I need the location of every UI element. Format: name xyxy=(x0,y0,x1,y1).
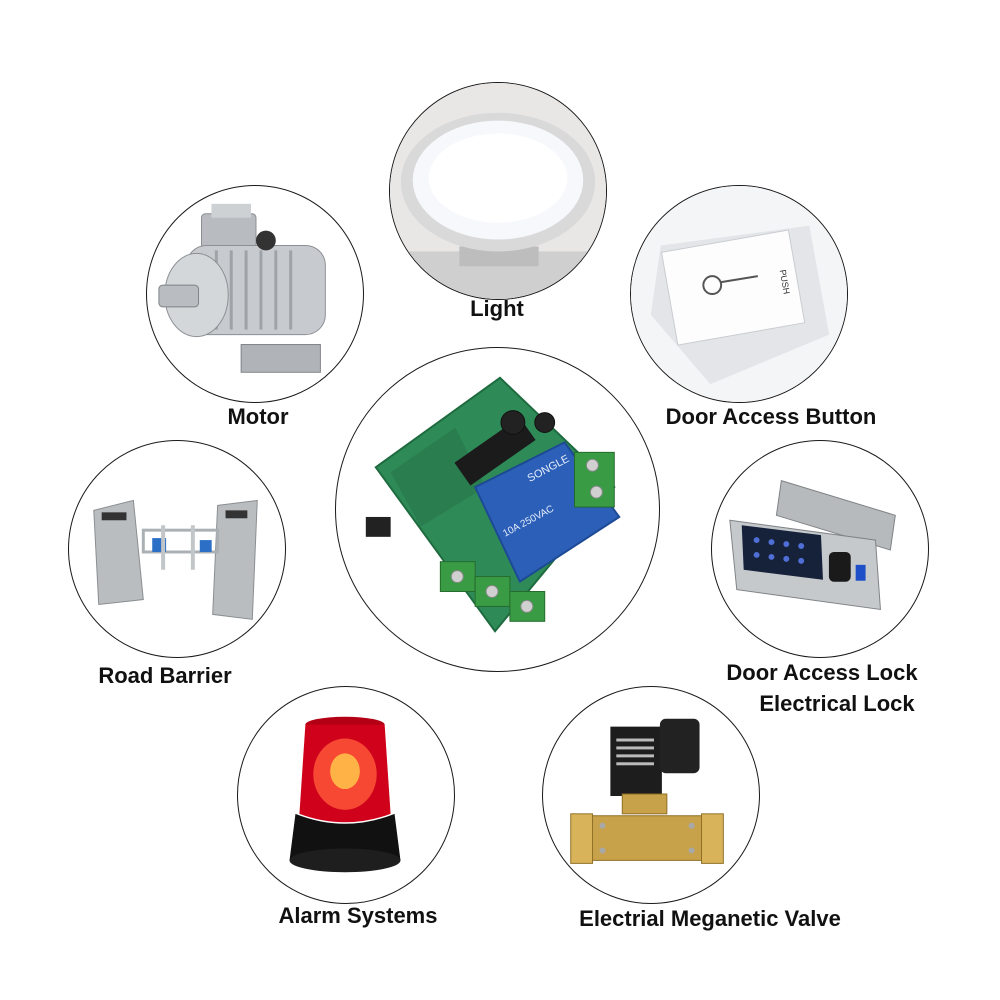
light-label: Light xyxy=(470,296,524,321)
road-barrier-label: Road Barrier xyxy=(98,663,232,688)
motor-icon xyxy=(158,203,326,373)
push-text: PUSH xyxy=(778,269,792,295)
door-access-button-label: Door Access Button xyxy=(665,404,877,429)
relay-module-image-circle: SONGLE 10A 250VAC xyxy=(335,347,660,672)
door-access-button-icon: PUSH xyxy=(631,186,847,402)
road-barrier-image-circle xyxy=(68,440,286,658)
ceiling-light-icon xyxy=(390,83,606,299)
alarm-beacon-icon xyxy=(289,716,401,873)
electronic-lock-icon xyxy=(729,479,896,611)
motor-image-circle xyxy=(146,185,364,403)
valve-label: Electrial Meganetic Valve xyxy=(579,906,841,931)
door-access-lock-label: Door Access Lock xyxy=(726,660,918,685)
solenoid-valve-icon xyxy=(570,718,724,864)
alarm-image-circle xyxy=(237,686,455,904)
motor-label: Motor xyxy=(227,404,289,429)
alarm-systems-label: Alarm Systems xyxy=(278,903,438,928)
light-image-circle xyxy=(389,82,607,300)
valve-image-circle xyxy=(542,686,760,904)
door-lock-image-circle xyxy=(711,440,929,658)
relay-module-icon: SONGLE 10A 250VAC xyxy=(365,376,621,633)
electrical-lock-label: Electrical Lock xyxy=(759,691,915,716)
door-button-image-circle: PUSH xyxy=(630,185,848,403)
turnstile-icon xyxy=(93,499,258,620)
